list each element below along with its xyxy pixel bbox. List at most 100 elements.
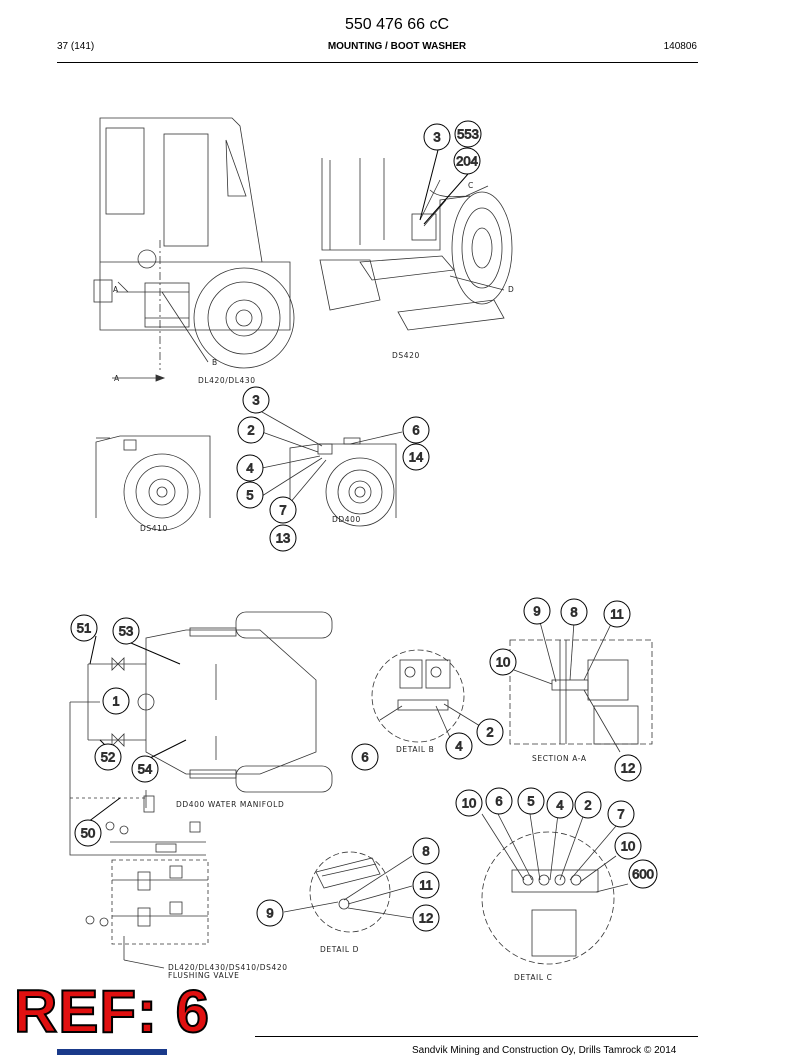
svg-text:10: 10	[496, 655, 510, 670]
document-number: 550 476 66 cC	[344, 16, 450, 33]
callout-4: 4	[445, 732, 473, 760]
detail-c-label: DETAIL C	[514, 973, 552, 982]
svg-text:2: 2	[486, 725, 493, 740]
svg-text:8: 8	[422, 844, 429, 859]
svg-text:4: 4	[455, 739, 462, 754]
callout-10: 10	[614, 832, 642, 860]
svg-text:4: 4	[556, 798, 563, 813]
callout-2: 2	[574, 791, 602, 819]
detail-d-drawing	[283, 851, 413, 933]
detail-b-drawing	[371, 649, 481, 743]
svg-text:9: 9	[266, 906, 273, 921]
svg-text:10: 10	[621, 839, 635, 854]
svg-text:11: 11	[610, 607, 624, 622]
view-d-label: D	[508, 285, 514, 294]
svg-text:3: 3	[433, 130, 440, 145]
model-label-dd400: DD400	[332, 515, 361, 524]
svg-text:5: 5	[527, 794, 534, 809]
callout-7: 7	[607, 800, 635, 828]
footer-copyright: Sandvik Mining and Construction Oy, Dril…	[412, 1045, 677, 1056]
manifold-label: DD400 WATER MANIFOLD	[176, 800, 284, 809]
callout-9: 9	[256, 899, 284, 927]
svg-text:2: 2	[247, 423, 254, 438]
page-index: 37 (141)	[57, 41, 95, 52]
callout-9: 9	[523, 597, 551, 625]
svg-text:9: 9	[533, 604, 540, 619]
callout-12: 12	[412, 904, 440, 932]
callout-7: 7	[269, 496, 297, 524]
svg-text:53: 53	[119, 624, 133, 639]
callout-6: 6	[351, 743, 379, 771]
callout-51: 51	[70, 614, 98, 642]
machine-side-view-dl420	[93, 117, 295, 382]
callout-53: 53	[112, 617, 140, 645]
callout-5: 5	[517, 787, 545, 815]
svg-text:553: 553	[457, 127, 479, 142]
footer-rule	[255, 1036, 698, 1037]
svg-text:8: 8	[570, 605, 577, 620]
callout-54: 54	[131, 755, 159, 783]
callout-5: 5	[236, 481, 264, 509]
svg-text:6: 6	[412, 423, 419, 438]
callout-3: 3	[423, 123, 451, 151]
view-c-label: C	[468, 181, 474, 190]
callout-4: 4	[236, 454, 264, 482]
section-a-a-drawing	[509, 621, 653, 753]
svg-text:6: 6	[495, 794, 502, 809]
flushing-valve-models-label: DL420/DL430/DS410/DS420	[168, 963, 288, 972]
svg-text:3: 3	[252, 393, 259, 408]
callout-3: 3	[242, 386, 270, 414]
svg-text:51: 51	[77, 621, 91, 636]
svg-text:6: 6	[361, 750, 368, 765]
svg-text:50: 50	[81, 826, 95, 841]
callout-6: 6	[485, 787, 513, 815]
detail-b-label: DETAIL B	[396, 745, 434, 754]
machine-side-view-dd400	[261, 411, 403, 527]
page-title: MOUNTING / BOOT WASHER	[327, 41, 467, 52]
machine-perspective-view-ds420	[319, 158, 513, 331]
date-code: 140806	[663, 41, 697, 52]
svg-text:12: 12	[419, 911, 433, 926]
sandvik-logo-strip	[57, 1049, 167, 1055]
svg-text:7: 7	[279, 503, 286, 518]
water-schematic	[69, 657, 209, 969]
svg-text:7: 7	[617, 807, 624, 822]
view-b-label: B	[212, 358, 218, 367]
callout-14: 14	[402, 443, 430, 471]
svg-text:10: 10	[462, 796, 476, 811]
detail-c-drawing	[481, 813, 629, 965]
callout-600: 600	[628, 859, 658, 889]
callout-2: 2	[476, 718, 504, 746]
svg-text:11: 11	[419, 878, 433, 893]
callout-10: 10	[455, 789, 483, 817]
callout-1: 1	[102, 687, 130, 715]
callout-2: 2	[237, 416, 265, 444]
machine-side-view-ds410	[95, 435, 211, 531]
svg-text:14: 14	[409, 450, 423, 465]
callout-11: 11	[412, 871, 440, 899]
flushing-valve-label: FLUSHING VALVE	[168, 971, 239, 980]
callout-12: 12	[614, 754, 642, 782]
svg-text:2: 2	[584, 798, 591, 813]
machine-top-view	[137, 611, 333, 793]
callout-11: 11	[603, 600, 631, 628]
view-a-label-top: A	[113, 285, 119, 294]
callout-8: 8	[560, 598, 588, 626]
model-label-ds410: DS410	[140, 524, 168, 533]
callout-8: 8	[412, 837, 440, 865]
svg-text:204: 204	[456, 154, 478, 169]
svg-text:4: 4	[246, 461, 253, 476]
callout-4: 4	[546, 791, 574, 819]
model-label-ds420: DS420	[392, 351, 420, 360]
model-label-dl420: DL420/DL430	[198, 376, 256, 385]
callout-553: 553	[454, 120, 482, 148]
ref-stamp: REF: 6	[13, 978, 211, 1045]
callout-50: 50	[74, 819, 102, 847]
svg-text:600: 600	[632, 867, 654, 882]
detail-d-label: DETAIL D	[320, 945, 359, 954]
callout-6: 6	[402, 416, 430, 444]
callout-10: 10	[489, 648, 517, 676]
svg-text:52: 52	[101, 750, 115, 765]
callout-52: 52	[94, 743, 122, 771]
